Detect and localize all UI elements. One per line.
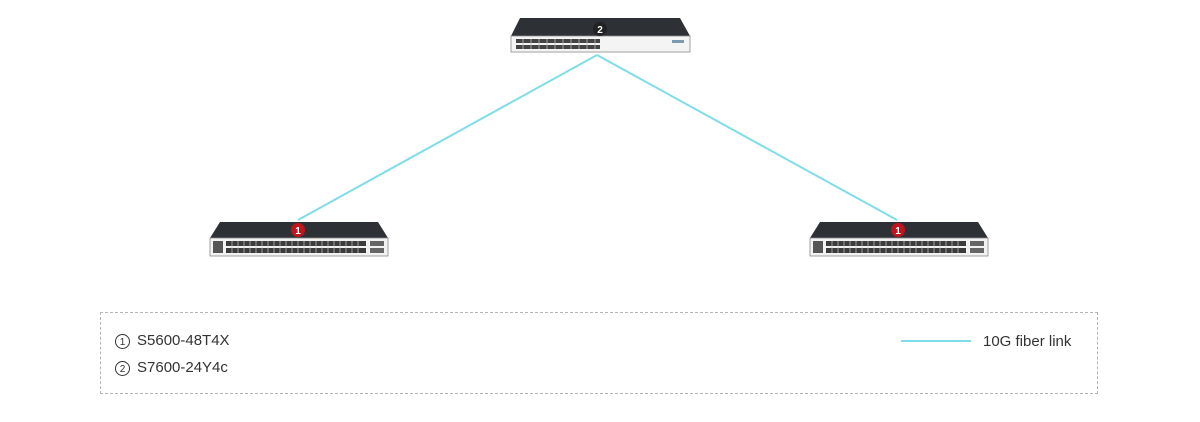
legend-item-1-label: S5600-48T4X [137, 332, 230, 349]
core-switch-badge-label: 2 [597, 25, 603, 36]
access-switch-left-badge [291, 223, 305, 237]
legend-link: 10G fiber link [901, 331, 1071, 351]
legend-link-swatch [901, 340, 971, 342]
core-switch[interactable]: 2 [510, 18, 691, 53]
access-switch-right-badge-label: 1 [895, 226, 901, 237]
access-switch-right[interactable]: 1 [809, 222, 989, 257]
fiber-link-right [596, 54, 898, 221]
topology-diagram: 2 1 [209, 18, 989, 257]
legend-item-2: 2 S7600-24Y4c [115, 358, 228, 378]
legend-item-1-number: 1 [115, 333, 130, 349]
legend: 1 S5600-48T4X 2 S7600-24Y4c 10G fiber li… [100, 312, 1098, 394]
legend-link-label: 10G fiber link [983, 332, 1072, 350]
access-switch-right-badge [891, 223, 905, 237]
fiber-link-left [297, 54, 598, 221]
core-switch-badge [593, 22, 607, 36]
legend-item-2-label: S7600-24Y4c [137, 359, 228, 376]
legend-item-2-number: 2 [115, 360, 130, 376]
access-switch-left[interactable]: 1 [209, 222, 389, 257]
legend-item-1: 1 S5600-48T4X [115, 331, 230, 351]
access-switch-left-badge-label: 1 [295, 226, 301, 237]
